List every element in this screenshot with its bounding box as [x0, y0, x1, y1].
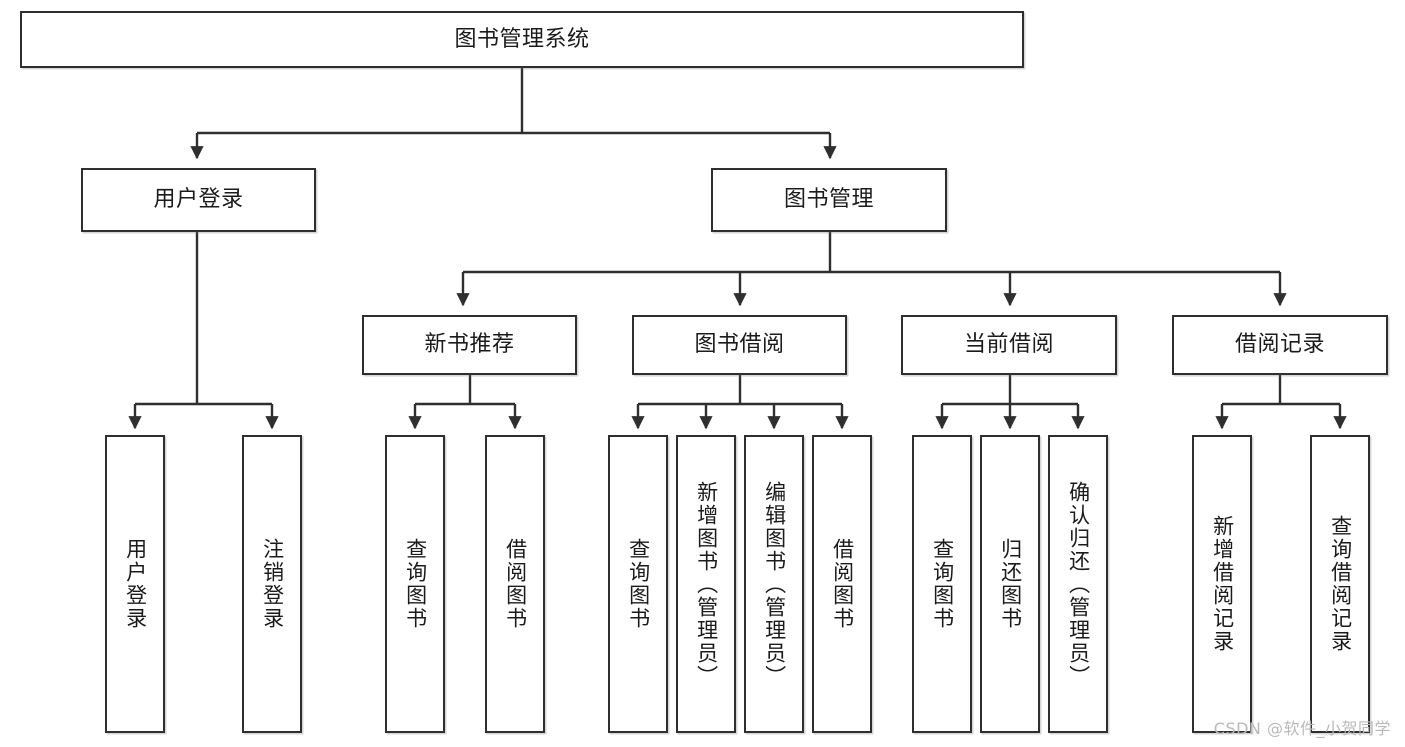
- node-label: 查询借阅记录: [1328, 515, 1353, 653]
- node-label: 图书管理: [783, 187, 874, 213]
- node-label: 编辑图书（管理员）: [762, 480, 787, 688]
- node-label: 图书管理系统: [454, 26, 590, 52]
- node-book-borrowing[interactable]: 图书借阅: [632, 315, 847, 375]
- leaf-query-books-borrow[interactable]: 查询图书: [608, 435, 668, 733]
- leaf-query-books-current[interactable]: 查询图书: [912, 435, 972, 733]
- leaf-query-books-new[interactable]: 查询图书: [385, 435, 445, 733]
- leaf-confirm-return-admin[interactable]: 确认归还（管理员）: [1048, 435, 1108, 733]
- leaf-edit-book-admin[interactable]: 编辑图书（管理员）: [744, 435, 804, 733]
- node-label: 查询图书: [930, 538, 955, 630]
- node-current-borrowing[interactable]: 当前借阅: [901, 315, 1117, 375]
- leaf-return-books[interactable]: 归还图书: [980, 435, 1040, 733]
- node-root-book-management-system[interactable]: 图书管理系统: [20, 11, 1024, 68]
- node-label: 查询图书: [626, 538, 651, 630]
- node-label: 注销登录: [260, 538, 285, 630]
- node-label: 借阅图书: [503, 538, 528, 630]
- node-user-login[interactable]: 用户登录: [81, 168, 316, 232]
- node-label: 借阅记录: [1234, 332, 1325, 358]
- node-label: 查询图书: [403, 538, 428, 630]
- node-label: 归还图书: [998, 538, 1023, 630]
- leaf-add-book-admin[interactable]: 新增图书（管理员）: [676, 435, 736, 733]
- node-label: 新书推荐: [424, 332, 515, 358]
- node-label: 用户登录: [153, 187, 244, 213]
- leaf-logout[interactable]: 注销登录: [242, 435, 302, 733]
- leaf-add-borrow-record[interactable]: 新增借阅记录: [1192, 435, 1252, 733]
- node-book-management[interactable]: 图书管理: [711, 168, 947, 232]
- node-label: 借阅图书: [830, 538, 855, 630]
- leaf-borrow-books-new[interactable]: 借阅图书: [485, 435, 545, 733]
- leaf-user-login[interactable]: 用户登录: [105, 435, 165, 733]
- watermark-text: CSDN @软件_小贺同学: [1213, 719, 1391, 738]
- node-label: 用户登录: [123, 538, 148, 630]
- node-label: 当前借阅: [963, 332, 1054, 358]
- node-label: 新增图书（管理员）: [694, 480, 719, 688]
- node-borrow-records[interactable]: 借阅记录: [1172, 315, 1388, 375]
- node-label: 新增借阅记录: [1210, 515, 1235, 653]
- leaf-borrow-books[interactable]: 借阅图书: [812, 435, 872, 733]
- node-new-book-recommendation[interactable]: 新书推荐: [362, 315, 577, 375]
- leaf-query-borrow-record[interactable]: 查询借阅记录: [1310, 435, 1370, 733]
- node-label: 图书借阅: [694, 332, 785, 358]
- node-label: 确认归还（管理员）: [1066, 480, 1091, 688]
